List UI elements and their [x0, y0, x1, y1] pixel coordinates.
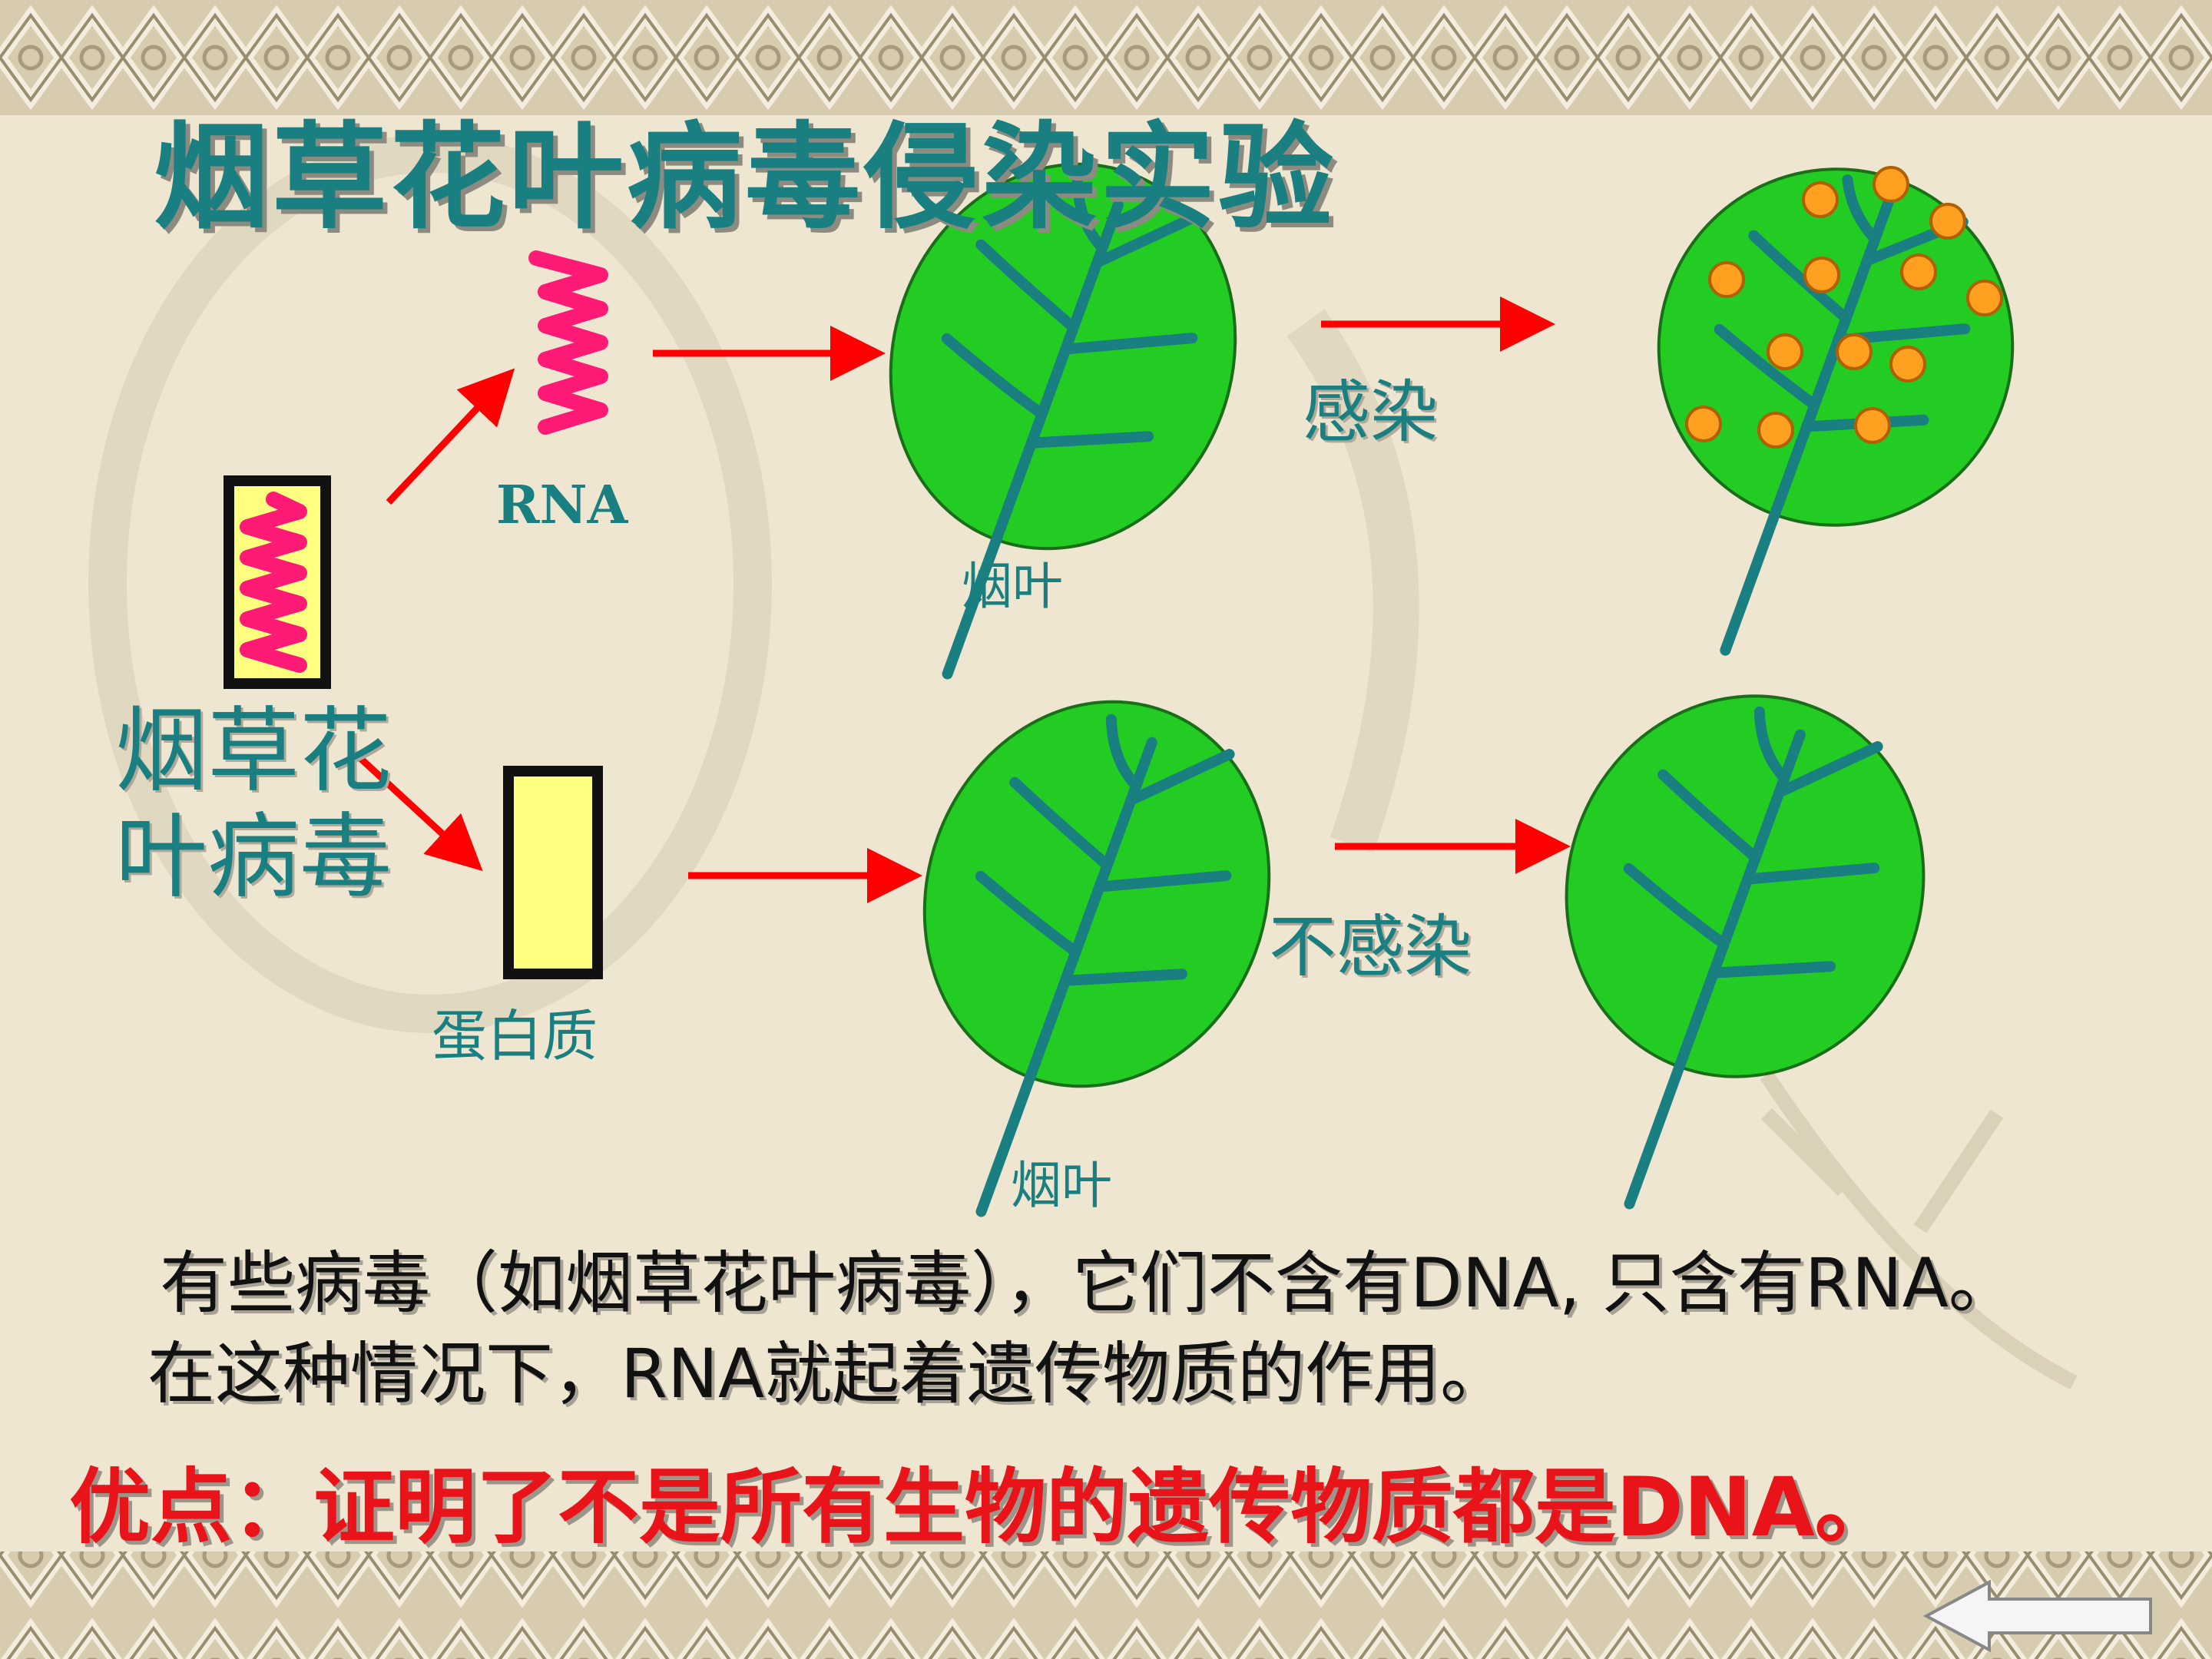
leaf-top-middle [889, 162, 1237, 680]
arrow-to-protein [358, 756, 483, 872]
back-arrow-icon[interactable] [1922, 1579, 2152, 1653]
virus-name-label: 烟草花 叶病毒 [115, 699, 392, 911]
virus-name-line1: 烟草花 [115, 698, 392, 805]
infection-lesions [1685, 166, 2003, 449]
leaf-bottom-right [1565, 694, 1926, 1210]
conclusion-text: 优点：证明了不是所有生物的遗传物质都是DNA。 [69, 1460, 1896, 1555]
virus-name-line2: 叶病毒 [115, 804, 392, 911]
virus-particle [224, 475, 331, 689]
slide-title: 烟草花叶病毒侵染实验 [154, 111, 1337, 245]
rna-label: RNA [496, 475, 628, 536]
top-border [0, 0, 2212, 115]
bottom-border [0, 1551, 2212, 1659]
leaf-label-top: 烟叶 [962, 557, 1063, 616]
body-text-line2: 在这种情况下，RNA就起着遗传物质的作用。 [147, 1334, 1508, 1413]
leaf-bottom-middle [922, 700, 1271, 1217]
protein-label: 蛋白质 [432, 1004, 598, 1068]
arrows [358, 296, 1571, 903]
no-infect-label: 不感染 [1269, 907, 1472, 986]
body-text-line1: 有些病毒（如烟草花叶病毒），它们不含有DNA, 只含有RNA。 [160, 1243, 2016, 1323]
leaf-label-bottom: 烟叶 [1011, 1156, 1112, 1215]
rna-coil [528, 250, 608, 435]
background-watermark [88, 134, 2078, 1389]
infect-label: 感染 [1303, 373, 1439, 452]
protein-coat [503, 766, 603, 979]
arrow-to-rna [386, 368, 515, 505]
